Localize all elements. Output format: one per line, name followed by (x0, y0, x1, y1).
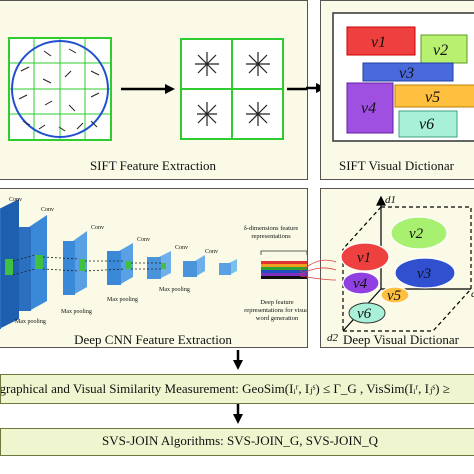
cluster-label: v1 (357, 250, 371, 266)
sift-extraction-panel: SIFT Feature Extraction (0, 0, 308, 180)
pool-label: Max pooling (159, 287, 190, 293)
cnn-figure: Conv Conv Conv Conv Conv Conv Max poolin… (0, 197, 307, 329)
deep-dictionary-panel: v1 v2 v3 v4 v5 v6 d1 d2 d3 Deep Visual D… (320, 188, 474, 348)
cnn-extraction-panel: Conv Conv Conv Conv Conv Conv Max poolin… (0, 188, 308, 348)
sift-dictionary-panel: v1 v2 v3 v4 v5 v6 SIFT Visual Dictionar (320, 0, 474, 180)
word-label: v4 (361, 100, 376, 117)
sift-extraction-caption: SIFT Feature Extraction (89, 158, 217, 173)
conv-label: Conv (137, 237, 150, 243)
conv-label: Conv (9, 197, 22, 203)
cluster-label: v5 (387, 288, 402, 304)
visual-word-box (362, 62, 454, 82)
cluster (390, 216, 448, 250)
feature-stack (260, 250, 307, 279)
algorithms-bar: SVS-JOIN Algorithms: SVS-JOIN_G, SVS-JOI… (0, 428, 474, 456)
similarity-label: ographical and Visual Similarity Measure… (0, 381, 450, 396)
cluster-label: v3 (417, 266, 431, 282)
axis-label: d2 (327, 332, 339, 344)
cluster (348, 302, 386, 324)
sift-keypoint-grid (8, 37, 112, 141)
deep-feature-note: Deep feature representations for visual … (244, 299, 308, 322)
cluster (380, 286, 410, 304)
deep-dictionary-caption: Deep Visual Dictionar (343, 332, 459, 347)
visual-word-box (346, 26, 416, 56)
axis-label: d1 (385, 194, 396, 206)
conv-label: Conv (91, 225, 104, 231)
visual-word-box (394, 84, 474, 108)
cluster-label: v2 (409, 226, 424, 242)
word-label: v6 (419, 116, 434, 133)
down-arrow (233, 350, 243, 370)
visual-word-box (420, 34, 468, 64)
cnn-to-dictionary-arrows (300, 259, 337, 281)
cluster-label: v4 (353, 276, 368, 292)
pool-label: Max pooling (61, 309, 92, 315)
conv-label: Conv (205, 249, 218, 255)
pool-label: Max pooling (107, 297, 138, 303)
sift-dictionary-figure: v1 v2 v3 v4 v5 v6 (332, 12, 474, 142)
word-label: v1 (371, 34, 386, 51)
sift-extraction-figure (8, 37, 307, 141)
cluster-label: v6 (357, 306, 372, 322)
word-label: v3 (399, 65, 414, 82)
cnn-extraction-caption: Deep CNN Feature Extraction (74, 332, 232, 347)
similarity-measurement-bar: ographical and Visual Similarity Measure… (0, 374, 474, 404)
feature-note: δ-dimensions feature representations (243, 225, 299, 240)
visual-word-box (398, 110, 458, 138)
word-label: v5 (425, 89, 440, 106)
visual-word-box (346, 82, 394, 134)
conv-label: Conv (175, 245, 188, 251)
axis-label: d3 (471, 288, 474, 300)
cluster (394, 257, 456, 289)
cnn-labels: Conv Conv Conv Conv Conv Conv Max poolin… (9, 197, 218, 325)
word-label: v2 (433, 42, 448, 59)
pool-label: Max pooling (15, 319, 46, 325)
cnn-layers (0, 199, 237, 329)
algorithms-label: SVS-JOIN Algorithms: SVS-JOIN_G, SVS-JOI… (102, 433, 378, 448)
sift-dictionary-caption: SIFT Visual Dictionar (339, 158, 455, 173)
cluster (342, 271, 380, 295)
deep-dictionary-figure: v1 v2 v3 v4 v5 v6 d1 d2 d3 (327, 194, 474, 344)
down-arrow (233, 404, 243, 424)
sift-descriptor-grid (180, 38, 284, 140)
conv-label: Conv (41, 207, 54, 213)
cluster (340, 242, 390, 272)
